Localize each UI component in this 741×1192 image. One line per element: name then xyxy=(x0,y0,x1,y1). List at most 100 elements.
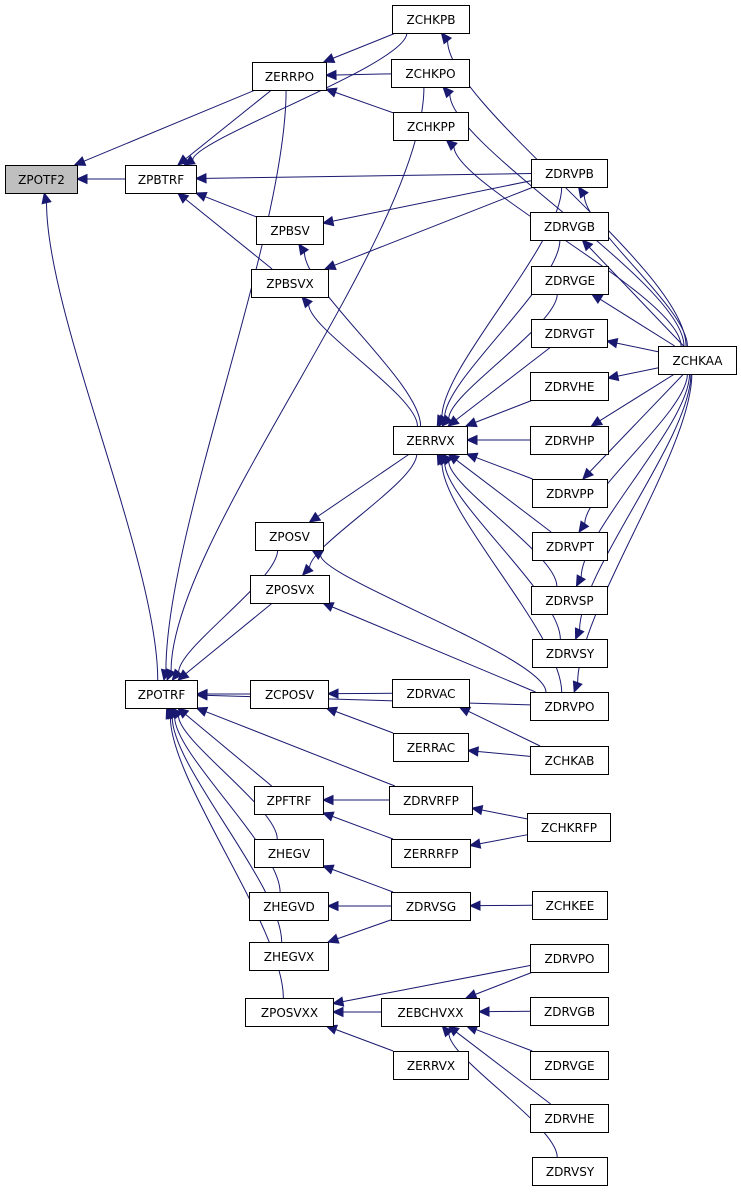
node-box[interactable] xyxy=(393,426,468,455)
node-zpbsvx[interactable]: ZPBSVX xyxy=(251,269,329,298)
node-zerrpo[interactable]: ZERRPO xyxy=(252,62,327,91)
arrowhead-icon xyxy=(194,191,208,202)
node-box[interactable] xyxy=(393,1051,469,1080)
node-box[interactable] xyxy=(391,892,471,921)
node-zdrvhe-2[interactable]: ZDRVHE xyxy=(530,1104,609,1133)
node-zdrvhe[interactable]: ZDRVHE xyxy=(530,372,609,401)
node-zpotf2[interactable]: ZPOTF2 xyxy=(5,165,78,194)
node-box[interactable] xyxy=(254,786,324,815)
node-box[interactable] xyxy=(391,59,470,88)
node-box[interactable] xyxy=(255,522,324,551)
node-box[interactable] xyxy=(249,942,329,971)
node-zpotrf[interactable]: ZPOTRF xyxy=(125,680,198,709)
node-zchkrfp[interactable]: ZCHKRFP xyxy=(527,813,611,842)
node-zdrvrfp[interactable]: ZDRVRFP xyxy=(389,786,473,815)
node-zdrvpp[interactable]: ZDRVPP xyxy=(532,479,608,508)
node-zdrvhp[interactable]: ZDRVHP xyxy=(530,426,609,455)
node-box[interactable] xyxy=(125,680,198,709)
node-box[interactable] xyxy=(393,112,469,141)
node-zposvxx[interactable]: ZPOSVXX xyxy=(245,998,334,1027)
node-zpbtrf[interactable]: ZPBTRF xyxy=(125,165,197,194)
node-box[interactable] xyxy=(530,746,609,775)
node-zdrvsg[interactable]: ZDRVSG xyxy=(391,892,471,921)
node-box[interactable] xyxy=(389,786,473,815)
node-box[interactable] xyxy=(392,679,470,708)
node-box[interactable] xyxy=(250,680,329,709)
node-box[interactable] xyxy=(392,5,470,34)
arrowhead-icon xyxy=(301,296,313,309)
node-box[interactable] xyxy=(532,1157,608,1186)
node-box[interactable] xyxy=(250,575,330,604)
node-box[interactable] xyxy=(393,733,469,762)
node-zchkpo[interactable]: ZCHKPO xyxy=(391,59,470,88)
node-zebchvxx[interactable]: ZEBCHVXX xyxy=(381,998,480,1027)
node-box[interactable] xyxy=(531,319,608,348)
node-box[interactable] xyxy=(530,372,609,401)
node-zchkee[interactable]: ZCHKEE xyxy=(532,891,608,920)
edge-zchkab-to-zerrac xyxy=(466,746,531,757)
node-box[interactable] xyxy=(658,346,737,375)
node-box[interactable] xyxy=(381,998,480,1027)
node-zdrvpt[interactable]: ZDRVPT xyxy=(532,532,608,561)
node-box[interactable] xyxy=(254,839,324,868)
node-zcposv[interactable]: ZCPOSV xyxy=(250,680,329,709)
node-zerrrfp[interactable]: ZERRRFP xyxy=(391,839,471,868)
node-zpbsv[interactable]: ZPBSV xyxy=(256,216,324,245)
node-zposvx[interactable]: ZPOSVX xyxy=(250,575,330,604)
node-box[interactable] xyxy=(530,1104,609,1133)
node-zhegvx[interactable]: ZHEGVX xyxy=(249,942,329,971)
node-zpftrf[interactable]: ZPFTRF xyxy=(254,786,324,815)
node-label: ZDRVSY xyxy=(546,1165,595,1179)
node-zdrvac[interactable]: ZDRVAC xyxy=(392,679,470,708)
node-zerrac[interactable]: ZERRAC xyxy=(393,733,469,762)
edge-zdrvrfp-to-zpftrf xyxy=(321,794,389,806)
node-zerrvx[interactable]: ZERRVX xyxy=(393,426,468,455)
node-box[interactable] xyxy=(256,216,324,245)
node-zdrvge[interactable]: ZDRVGE xyxy=(531,266,609,295)
node-box[interactable] xyxy=(391,839,471,868)
node-zdrvgb-2[interactable]: ZDRVGB xyxy=(530,997,609,1026)
node-box[interactable] xyxy=(530,997,609,1026)
node-zdrvge-2[interactable]: ZDRVGE xyxy=(530,1051,609,1080)
node-label: ZDRVAC xyxy=(407,687,456,701)
node-label: ZHEGVD xyxy=(263,900,315,914)
node-zhegv[interactable]: ZHEGV xyxy=(254,839,324,868)
node-box[interactable] xyxy=(245,998,334,1027)
node-zdrvsy-2[interactable]: ZDRVSY xyxy=(532,1157,608,1186)
node-box[interactable] xyxy=(530,212,609,241)
node-zdrvsy[interactable]: ZDRVSY xyxy=(532,639,608,668)
node-box[interactable] xyxy=(530,426,609,455)
node-box[interactable] xyxy=(5,165,78,194)
node-zdrvpo[interactable]: ZDRVPO xyxy=(530,692,609,721)
node-box[interactable] xyxy=(530,944,609,973)
node-box[interactable] xyxy=(531,159,608,188)
node-zchkpb[interactable]: ZCHKPB xyxy=(392,5,470,34)
arrowhead-icon xyxy=(447,415,460,427)
node-zdrvsp[interactable]: ZDRVSP xyxy=(531,586,608,615)
node-zdrvpo-2[interactable]: ZDRVPO xyxy=(530,944,609,973)
node-zchkab[interactable]: ZCHKAB xyxy=(530,746,609,775)
node-box[interactable] xyxy=(532,532,608,561)
node-zhegvd[interactable]: ZHEGVD xyxy=(249,892,329,921)
node-box[interactable] xyxy=(530,692,609,721)
node-zdrvpb[interactable]: ZDRVPB xyxy=(531,159,608,188)
node-zerrvx-2[interactable]: ZERRVX xyxy=(393,1051,469,1080)
node-box[interactable] xyxy=(252,62,327,91)
edge-zerrvx-2-to-zposvxx xyxy=(325,1024,394,1052)
node-zchkaa[interactable]: ZCHKAA xyxy=(658,346,737,375)
node-zchkpp[interactable]: ZCHKPP xyxy=(393,112,469,141)
node-box[interactable] xyxy=(125,165,197,194)
node-box[interactable] xyxy=(531,266,609,295)
edge-line xyxy=(589,373,684,473)
node-box[interactable] xyxy=(527,813,611,842)
node-box[interactable] xyxy=(530,1051,609,1080)
node-box[interactable] xyxy=(532,891,608,920)
node-zposv[interactable]: ZPOSV xyxy=(255,522,324,551)
node-zdrvgb[interactable]: ZDRVGB xyxy=(530,212,609,241)
node-box[interactable] xyxy=(249,892,329,921)
node-box[interactable] xyxy=(251,269,329,298)
node-box[interactable] xyxy=(531,586,608,615)
node-box[interactable] xyxy=(532,479,608,508)
node-zdrvgt[interactable]: ZDRVGT xyxy=(531,319,608,348)
node-box[interactable] xyxy=(532,639,608,668)
